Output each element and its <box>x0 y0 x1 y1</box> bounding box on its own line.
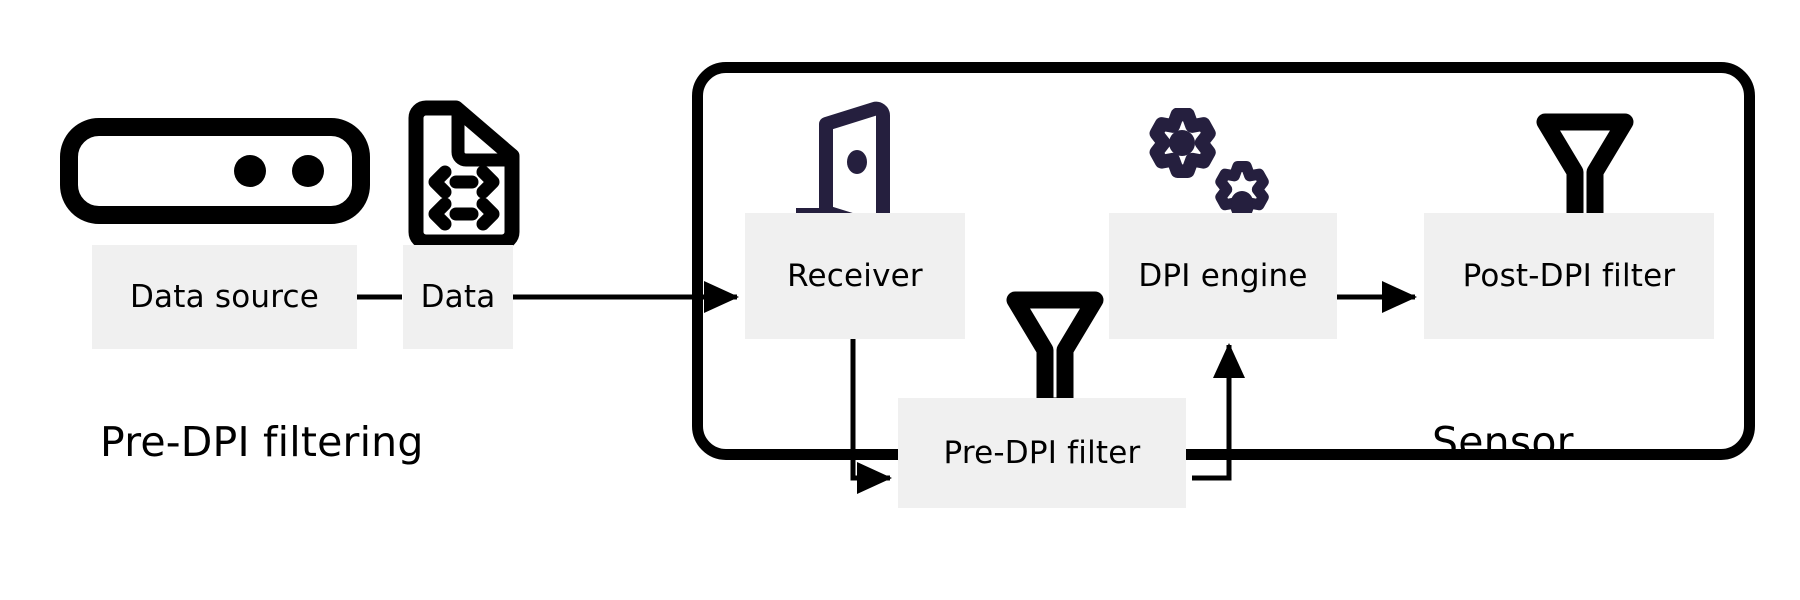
group-label-pre-dpi-filtering: Pre-DPI filtering <box>100 418 424 466</box>
group-label-sensor: Sensor <box>1432 418 1574 466</box>
node-label-post-dpi-filter[interactable]: Post-DPI filter <box>1424 213 1714 339</box>
server-icon <box>60 118 370 224</box>
node-label-data[interactable]: Data <box>403 245 513 349</box>
node-label-data-source[interactable]: Data source <box>92 245 357 349</box>
gears-icon <box>1133 108 1293 238</box>
node-label-pre-dpi-filter[interactable]: Pre-DPI filter <box>898 398 1186 508</box>
node-label-receiver[interactable]: Receiver <box>745 213 965 339</box>
data-file-icon <box>408 100 520 250</box>
node-label-dpi-engine[interactable]: DPI engine <box>1109 213 1337 339</box>
